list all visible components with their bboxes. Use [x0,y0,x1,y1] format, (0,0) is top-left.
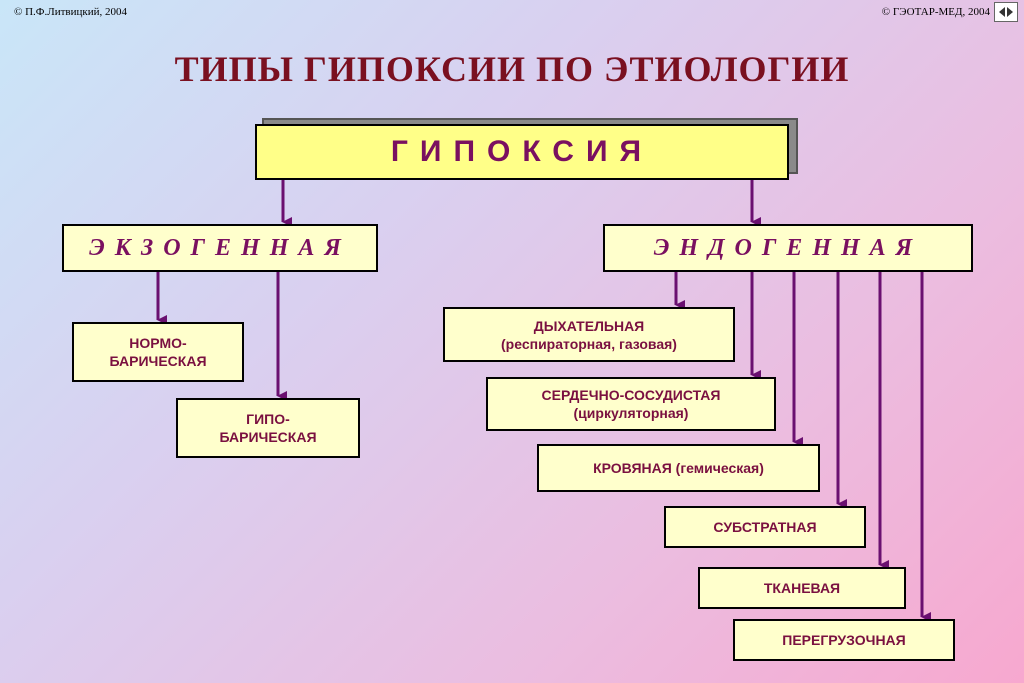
tissue-box: ТКАНЕВАЯ [698,567,906,609]
respiratory-box: ДЫХАТЕЛЬНАЯ (респираторная, газовая) [443,307,735,362]
cardiovascular-box: СЕРДЕЧНО-СОСУДИСТАЯ (циркуляторная) [486,377,776,431]
page-title: ТИПЫ ГИПОКСИИ ПО ЭТИОЛОГИИ [174,49,850,89]
exogenous-box: ЭКЗОГЕННАЯ [62,224,378,272]
substrate-box: СУБСТРАТНАЯ [664,506,866,548]
copyright-right: © ГЭОТАР-МЕД, 2004 [881,6,990,18]
hemic-box: КРОВЯНАЯ (гемическая) [537,444,820,492]
root-hypoxia-box: ГИПОКСИЯ [255,124,789,180]
endogenous-box: ЭНДОГЕННАЯ [603,224,973,272]
copyright-left: © П.Ф.Литвицкий, 2004 [14,6,127,18]
navigation-icon[interactable] [994,2,1018,22]
hypobaric-box: ГИПО- БАРИЧЕСКАЯ [176,398,360,458]
overload-box: ПЕРЕГРУЗОЧНАЯ [733,619,955,661]
normobaric-box: НОРМО- БАРИЧЕСКАЯ [72,322,244,382]
